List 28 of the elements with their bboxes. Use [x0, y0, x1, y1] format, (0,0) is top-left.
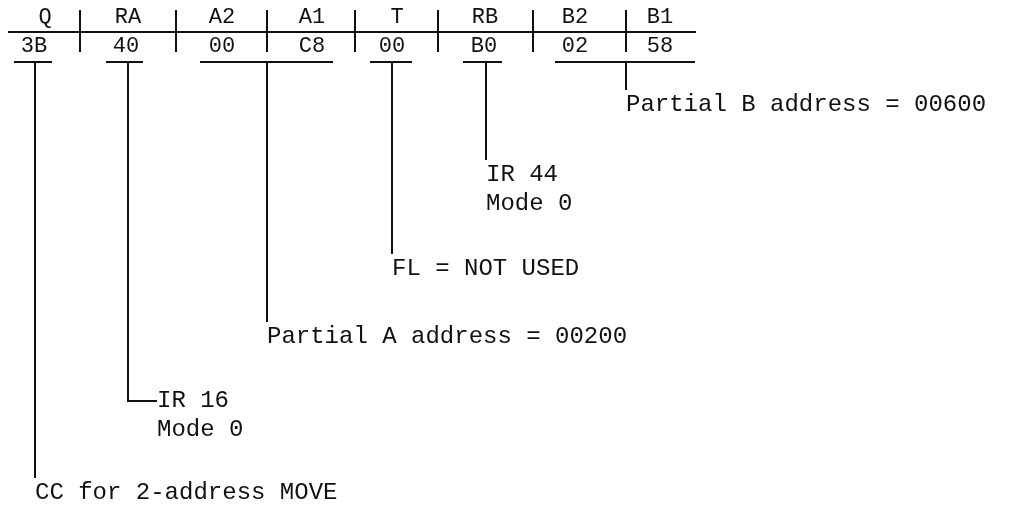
leader-line	[485, 62, 487, 161]
field-name: RA	[114, 6, 142, 30]
leader-line	[266, 62, 268, 323]
field-name: RB	[471, 6, 499, 30]
field-name: Q	[38, 6, 52, 30]
annotation: IR 16 Mode 0	[157, 386, 247, 444]
annotation: CC for 2-address MOVE	[35, 478, 338, 507]
field-name: A2	[208, 6, 236, 30]
field-name: B1	[646, 6, 674, 30]
hex-value: 00	[378, 35, 406, 59]
hex-value: C8	[298, 35, 326, 59]
leader-line	[127, 62, 158, 402]
hex-value: 58	[646, 35, 674, 59]
annotation: FL = NOT USED	[392, 254, 580, 283]
field-name: T	[390, 6, 404, 30]
hex-value: 3B	[20, 35, 48, 59]
field-name: A1	[298, 6, 326, 30]
leader-line	[625, 62, 627, 91]
annotation: Partial B address = 00600	[626, 90, 987, 119]
annotation: Partial A address = 00200	[267, 322, 628, 351]
hex-value: 40	[112, 35, 140, 59]
hex-value: B0	[470, 35, 498, 59]
field-name: B2	[561, 6, 589, 30]
hex-value: 00	[208, 35, 236, 59]
leader-line	[391, 62, 393, 255]
hex-value: 02	[561, 35, 589, 59]
annotation: IR 44 Mode 0	[486, 160, 576, 218]
leader-line	[34, 62, 36, 479]
